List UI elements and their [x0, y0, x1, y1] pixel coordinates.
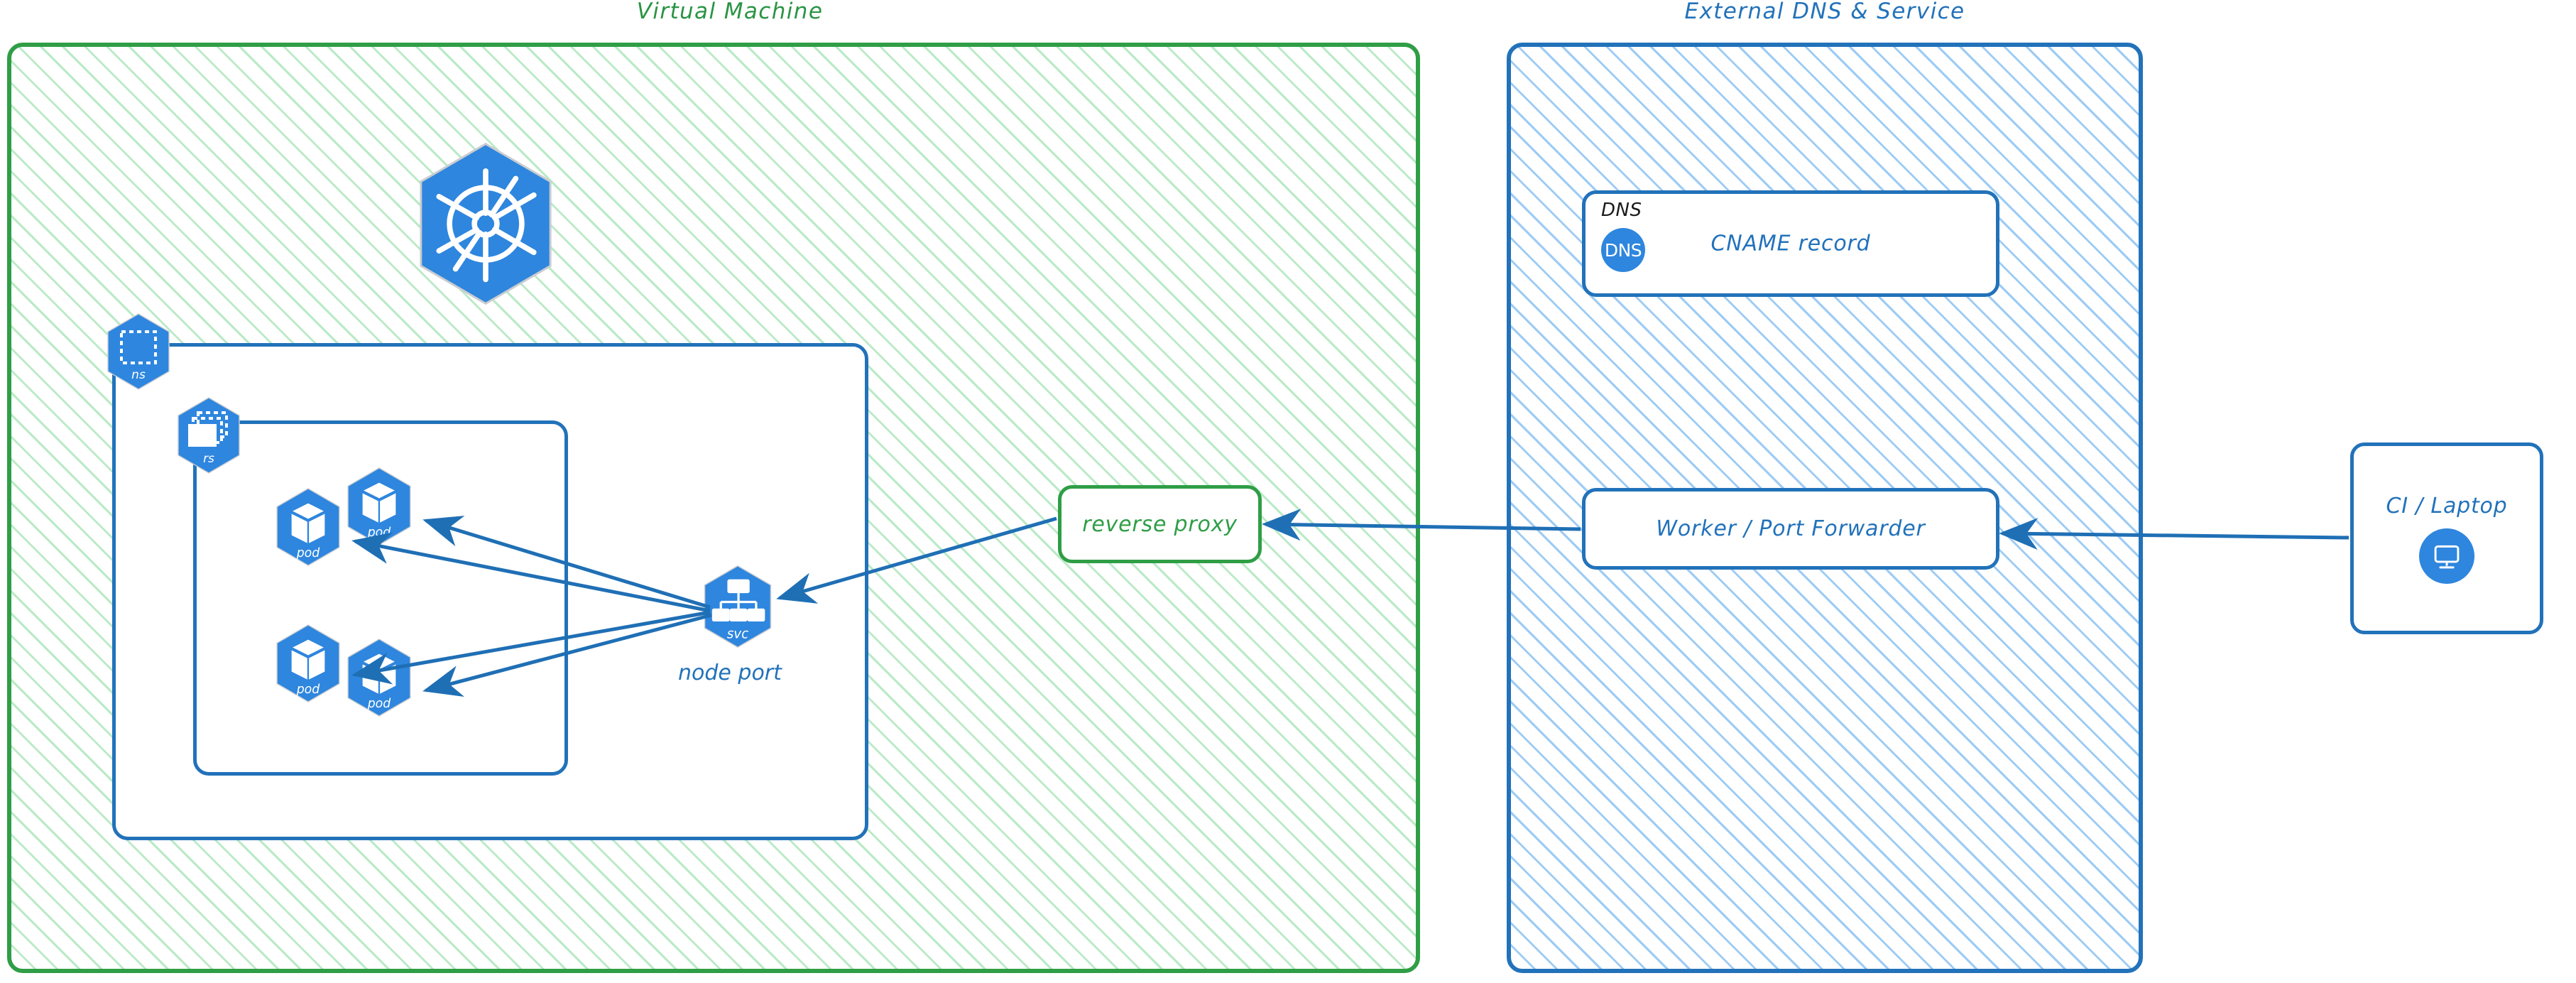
zone-title-external-dns-service: External DNS & Service: [1684, 0, 1965, 24]
service-icon: [711, 579, 765, 622]
worker-port-forwarder-label: Worker / Port Forwarder: [1656, 516, 1926, 541]
pod-badge-3: pod: [272, 624, 344, 703]
kubernetes-logo: [410, 142, 561, 305]
node-port-caption: node port: [678, 661, 782, 685]
namespace-badge: ns: [103, 313, 174, 391]
reverse-proxy-label: reverse proxy: [1082, 511, 1238, 537]
zone-title-virtual-machine: Virtual Machine: [636, 0, 824, 24]
ci-laptop-label: CI / Laptop: [2386, 493, 2508, 518]
svg-text:pod: pod: [367, 526, 392, 540]
desktop-monitor-icon: [2419, 528, 2474, 584]
svg-text:pod: pod: [296, 683, 321, 697]
reverse-proxy-node[interactable]: reverse proxy: [1058, 485, 1262, 563]
svg-text:pod: pod: [367, 697, 392, 711]
pod-badge-2: pod: [343, 467, 415, 546]
dns-chip-icon: DNS: [1601, 228, 1645, 272]
pod-icon: [289, 501, 327, 546]
replicaset-badge: rs: [173, 396, 244, 474]
worker-port-forwarder-node[interactable]: Worker / Port Forwarder: [1582, 488, 1999, 570]
svg-text:ns: ns: [131, 368, 146, 382]
svg-text:svc: svc: [727, 626, 749, 641]
pod-icon: [289, 638, 327, 683]
namespace-icon: [120, 330, 157, 364]
service-badge: svc: [699, 565, 776, 648]
dns-kicker-label: DNS: [1601, 200, 1642, 221]
pod-icon: [360, 652, 398, 697]
pod-icon: [360, 481, 398, 526]
ci-laptop-node[interactable]: CI / Laptop: [2350, 442, 2543, 634]
replicaset-icon: [188, 411, 228, 447]
svg-text:rs: rs: [203, 452, 214, 466]
dns-cname-label: CNAME record: [1710, 231, 1871, 256]
svg-text:pod: pod: [296, 546, 321, 560]
pod-badge-4: pod: [343, 638, 415, 717]
pod-badge-1: pod: [272, 487, 344, 567]
dns-cname-card[interactable]: DNS DNS CNAME record: [1582, 190, 1999, 297]
